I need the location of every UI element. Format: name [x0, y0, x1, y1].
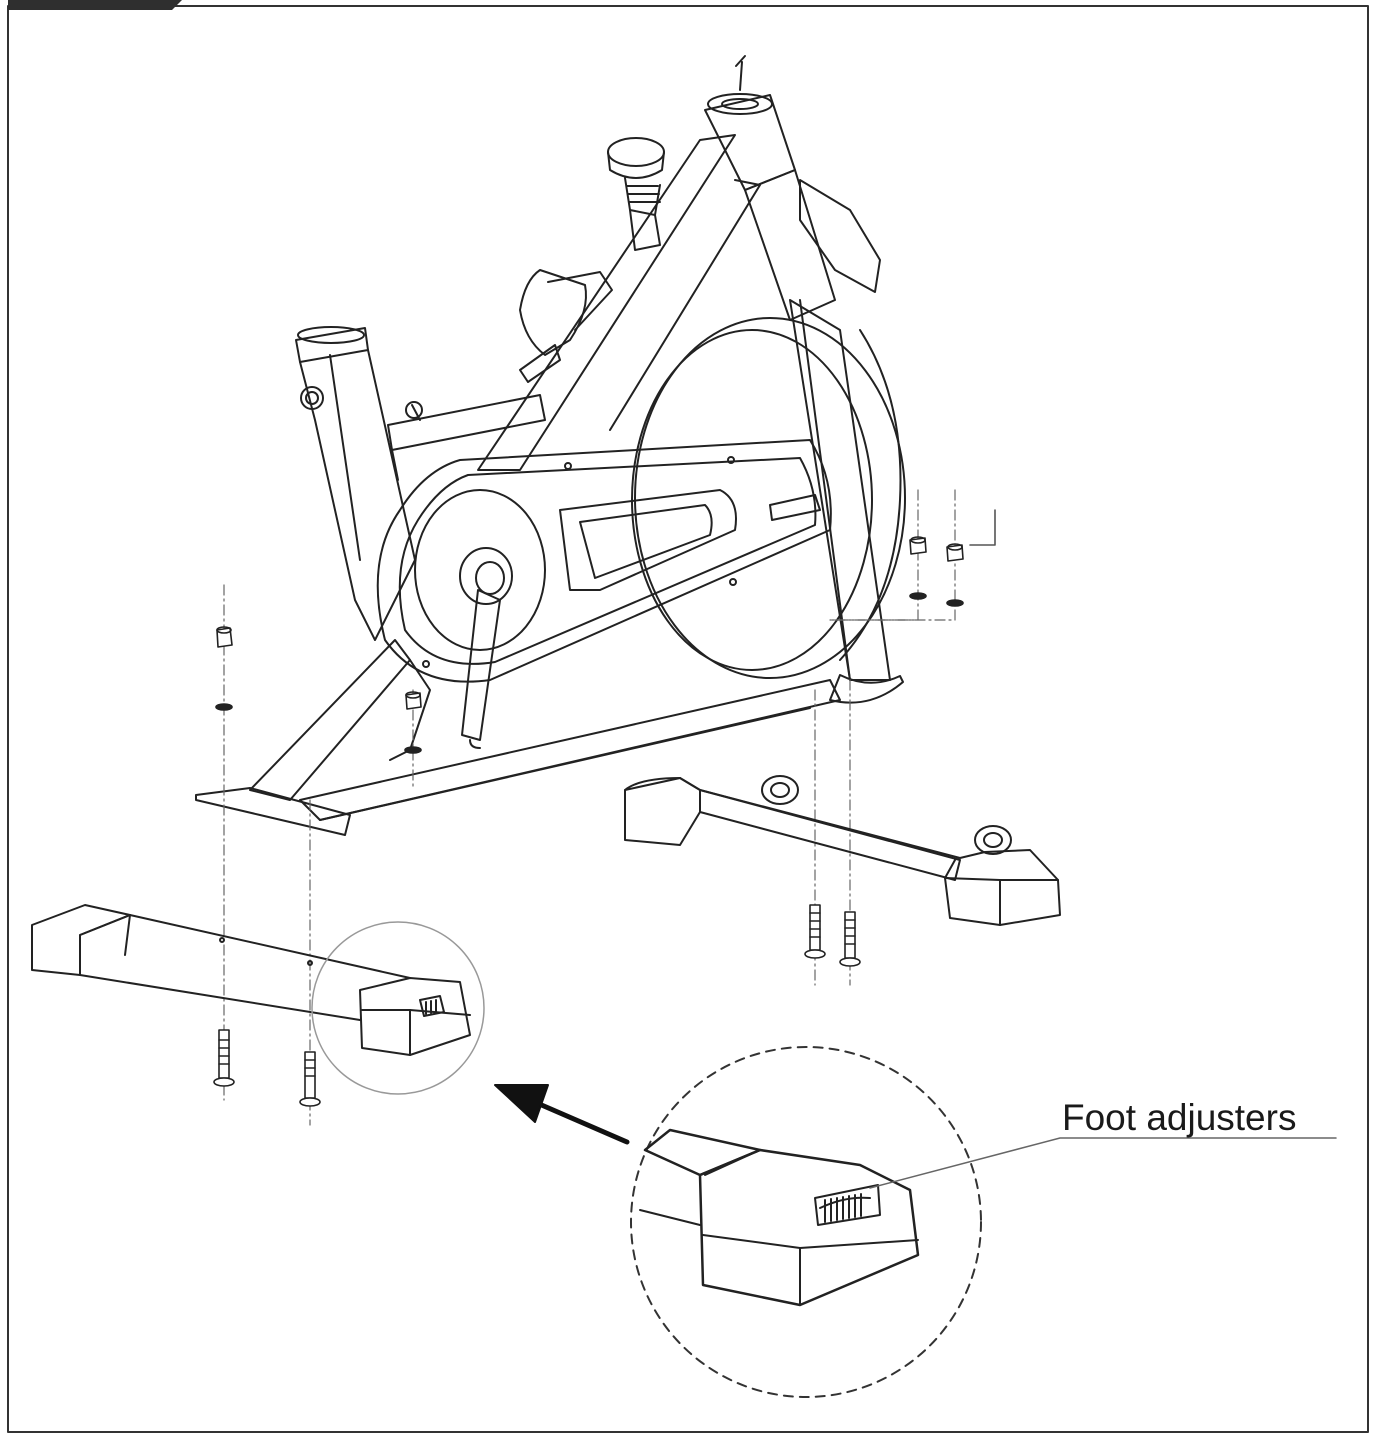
bolt — [839, 911, 861, 967]
tension-knob — [607, 137, 665, 251]
flywheel-guard — [799, 179, 881, 293]
bolt — [213, 1029, 235, 1087]
nut — [946, 543, 964, 562]
flywheel — [631, 317, 906, 679]
washer — [215, 703, 233, 711]
nut — [405, 691, 422, 710]
detail-callout-circle — [630, 1046, 982, 1398]
washer — [909, 592, 927, 600]
base-beam — [195, 639, 841, 836]
washer — [404, 746, 422, 754]
top-tube — [477, 134, 761, 471]
foot-adjusters-text: Foot adjusters — [1062, 1097, 1296, 1138]
seat-support-tube — [387, 394, 546, 451]
seat-post — [295, 326, 416, 641]
front-stabilizer — [624, 775, 1061, 926]
front-fork — [789, 299, 904, 704]
washer — [946, 599, 964, 607]
chain-guard — [376, 439, 832, 683]
bottle-holder — [519, 269, 613, 383]
exercise-bike-frame — [195, 55, 906, 836]
crank-arm — [414, 489, 546, 749]
detail-source-circle — [311, 921, 485, 1095]
foot-adjusters-label: Foot adjusters — [869, 1097, 1337, 1189]
nut — [216, 626, 233, 648]
nut — [909, 536, 927, 555]
rear-stabilizer — [31, 904, 471, 1056]
bolt — [299, 1051, 321, 1107]
bolt — [804, 904, 826, 959]
handlebar-post — [704, 55, 836, 321]
page-frame — [7, 0, 1369, 1433]
callout-arrow — [494, 1084, 630, 1145]
header-tab — [8, 0, 182, 10]
assembly-hardware — [213, 489, 996, 1126]
